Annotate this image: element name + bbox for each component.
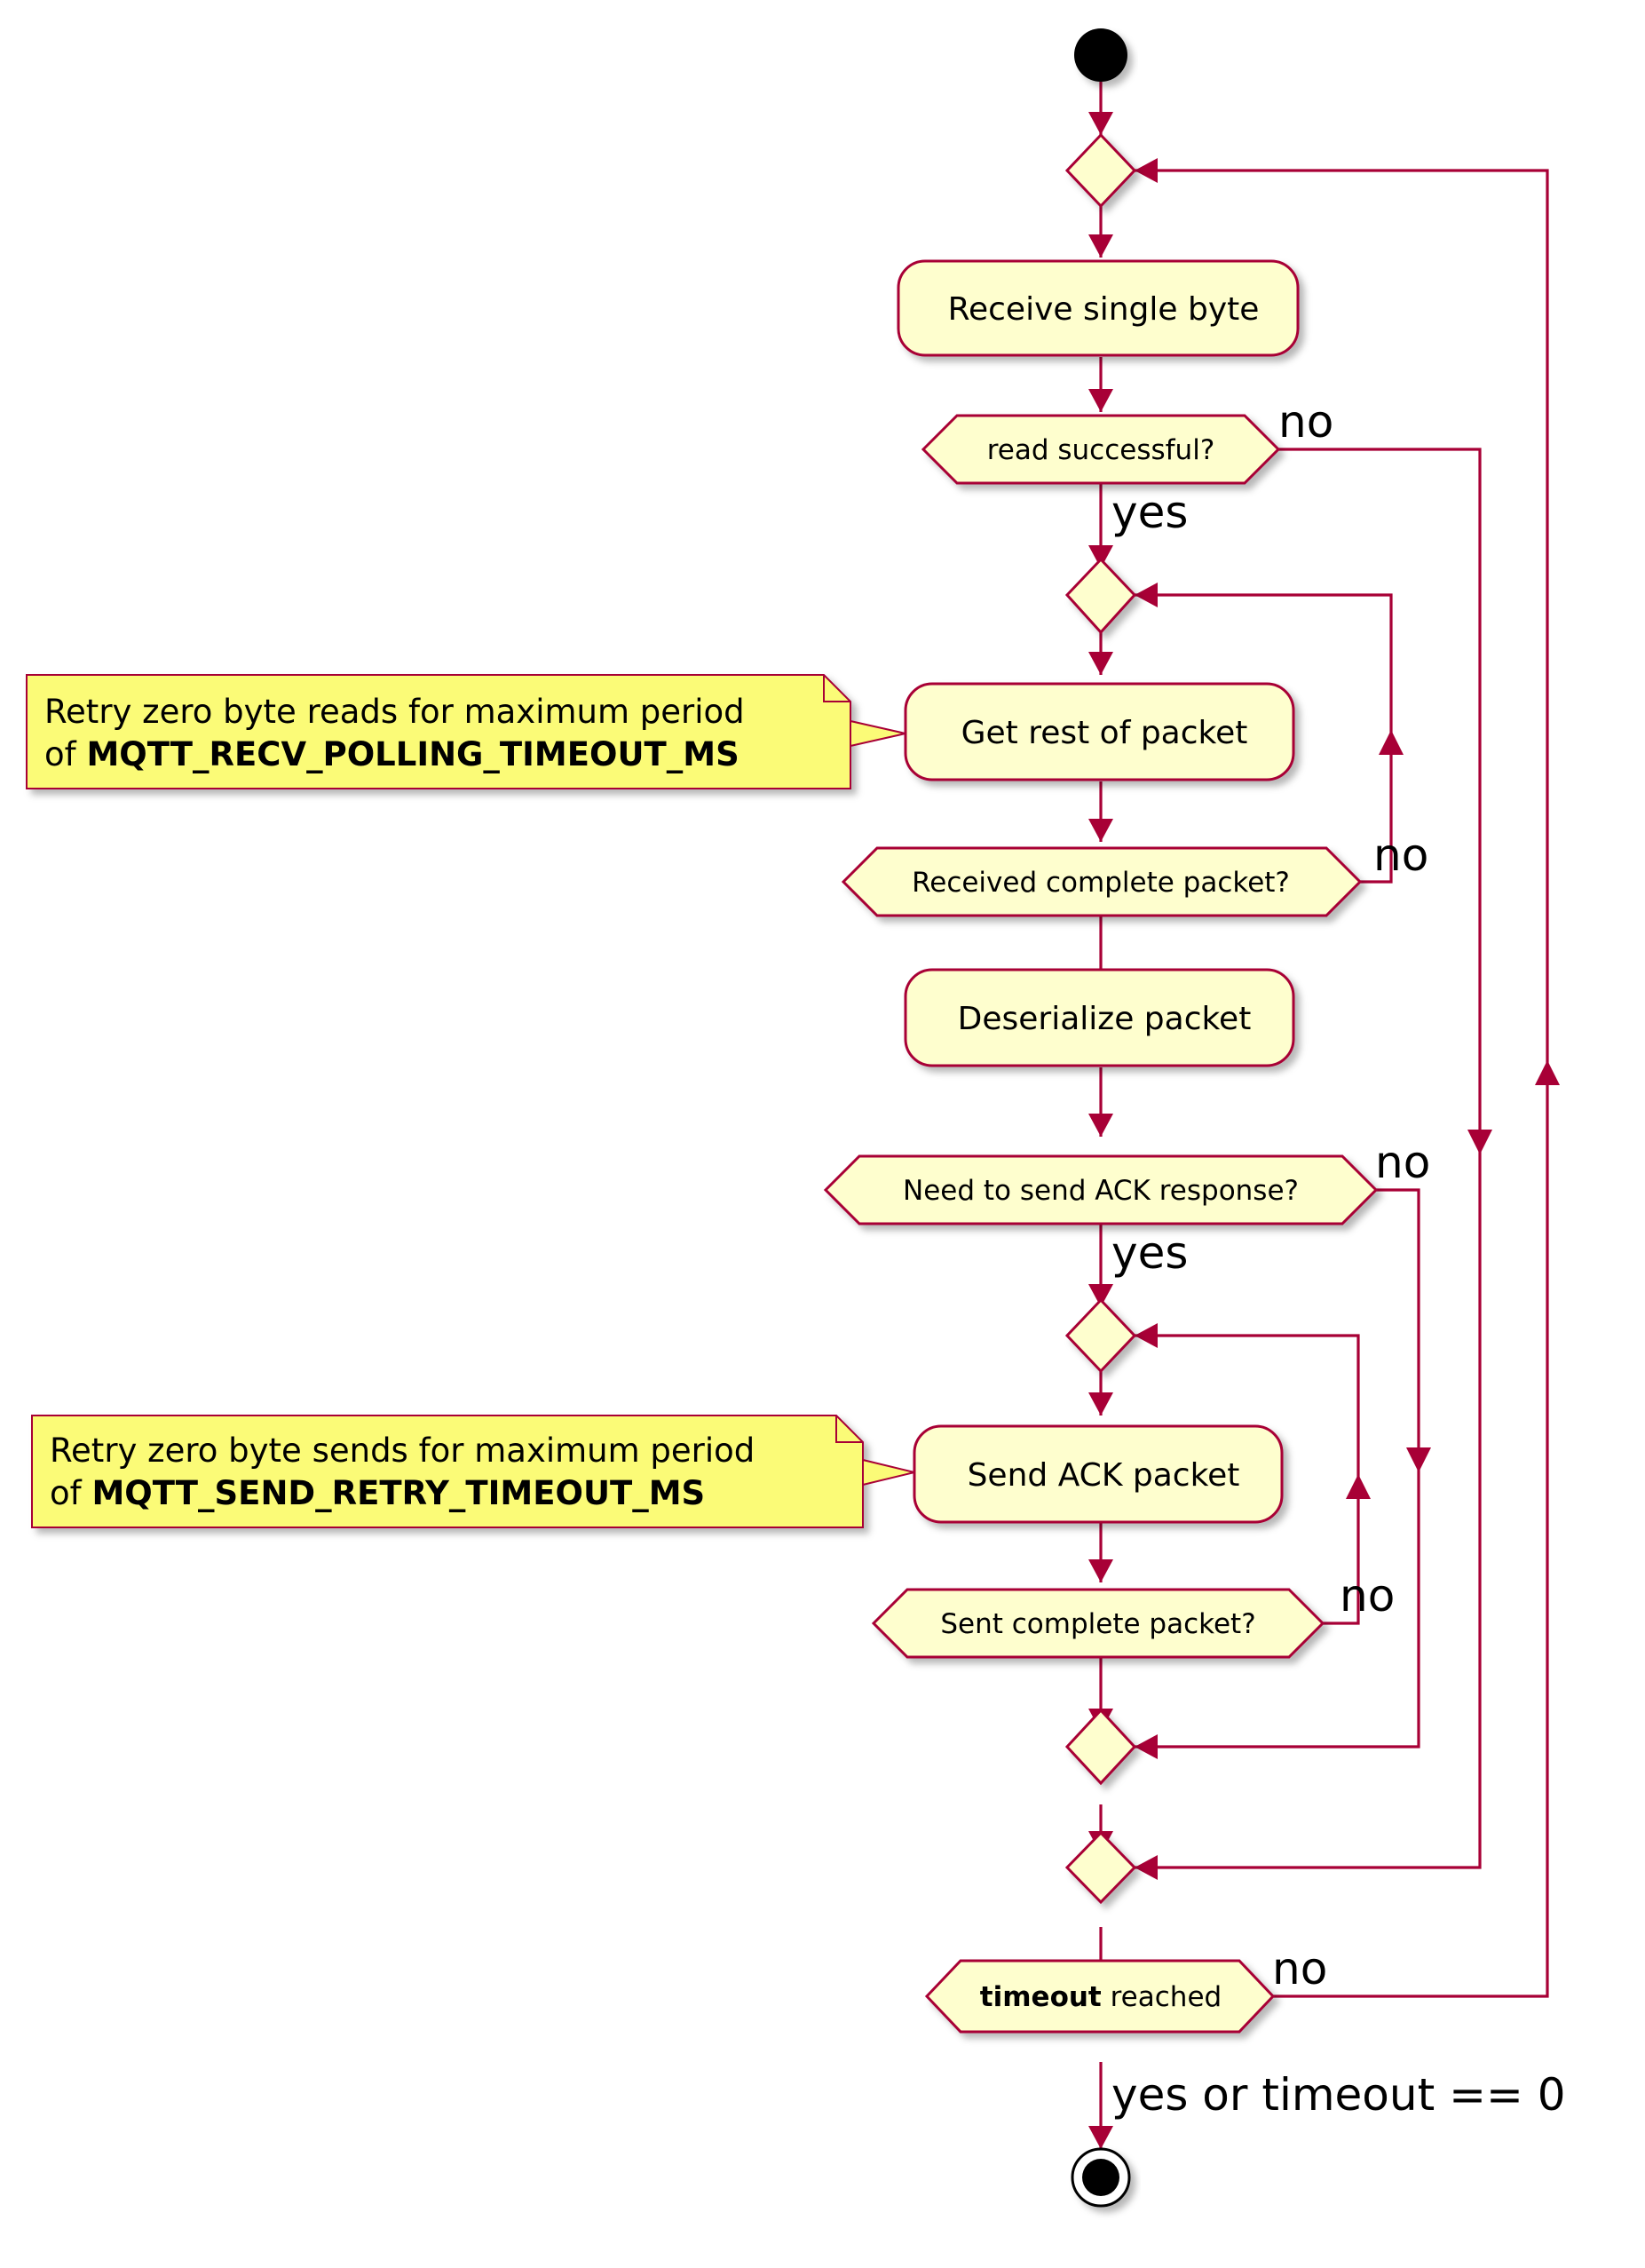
condition-label: Sent complete packet? xyxy=(940,1608,1255,1640)
timeout-keyword: timeout xyxy=(980,1981,1102,2013)
edge-label-sent-no: no xyxy=(1340,1570,1395,1622)
edge-label-ack-yes: yes xyxy=(1111,1227,1188,1279)
condition-sent-complete-packet: Sent complete packet? xyxy=(871,1588,1325,1659)
merge-diamond xyxy=(1064,1708,1137,1786)
activity-send-ack-packet: Send ACK packet xyxy=(913,1424,1284,1524)
note-prefix: of xyxy=(44,735,86,773)
condition-read-successful: read successful? xyxy=(921,414,1281,485)
edge-labels: no yes no no yes no no yes or timeout ==… xyxy=(1111,396,1566,2121)
activity-label: Send ACK packet xyxy=(968,1457,1240,1494)
condition-need-ack-response: Need to send ACK response? xyxy=(823,1154,1379,1225)
merge-diamond xyxy=(1064,1297,1137,1374)
activity-label: Get rest of packet xyxy=(961,715,1248,751)
edge-label-received-no: no xyxy=(1373,829,1428,881)
activity-label: Receive single byte xyxy=(948,291,1260,328)
activity-receive-single-byte: Receive single byte xyxy=(897,259,1300,357)
note-line: of MQTT_SEND_RETRY_TIMEOUT_MS xyxy=(50,1474,705,1512)
edge-label-read-yes: yes xyxy=(1111,487,1188,538)
condition-label: Received complete packet? xyxy=(912,867,1290,899)
note-constant: MQTT_RECV_POLLING_TIMEOUT_MS xyxy=(86,735,739,773)
note-line: Retry zero byte sends for maximum period xyxy=(50,1431,755,1470)
flow-lines xyxy=(861,82,1549,2149)
edge-label-timeout-no: no xyxy=(1272,1943,1327,1994)
condition-label: timeout reached xyxy=(980,1981,1222,2013)
condition-timeout-reached: timeout reached xyxy=(924,1959,1276,2034)
note-line: Retry zero byte reads for maximum period xyxy=(44,693,745,731)
activity-deserialize-packet: Deserialize packet xyxy=(904,968,1295,1067)
note-line: of MQTT_RECV_POLLING_TIMEOUT_MS xyxy=(44,735,739,773)
activity-get-rest-of-packet: Get rest of packet xyxy=(904,682,1295,781)
start-node xyxy=(1074,28,1127,82)
condition-label: Need to send ACK response? xyxy=(903,1175,1299,1207)
condition-received-complete-packet: Received complete packet? xyxy=(841,846,1363,917)
edge-label-ack-no: no xyxy=(1375,1137,1430,1188)
edge-label-timeout-yes: yes or timeout == 0 xyxy=(1111,2069,1566,2121)
end-node xyxy=(1071,2147,1131,2208)
activity-label: Deserialize packet xyxy=(958,1001,1252,1037)
edge-label-read-no: no xyxy=(1278,396,1333,448)
note-constant: MQTT_SEND_RETRY_TIMEOUT_MS xyxy=(91,1474,705,1512)
note-recv-polling-timeout: Retry zero byte reads for maximum period… xyxy=(26,674,906,789)
merge-diamond xyxy=(1064,132,1137,209)
merge-diamond xyxy=(1064,1830,1137,1905)
merge-diamond xyxy=(1064,557,1137,635)
condition-label: read successful? xyxy=(987,434,1215,466)
note-prefix: of xyxy=(50,1474,91,1512)
note-send-retry-timeout: Retry zero byte sends for maximum period… xyxy=(31,1415,915,1528)
merge-diamonds xyxy=(1064,132,1137,1905)
timeout-rest: reached xyxy=(1102,1981,1222,2013)
